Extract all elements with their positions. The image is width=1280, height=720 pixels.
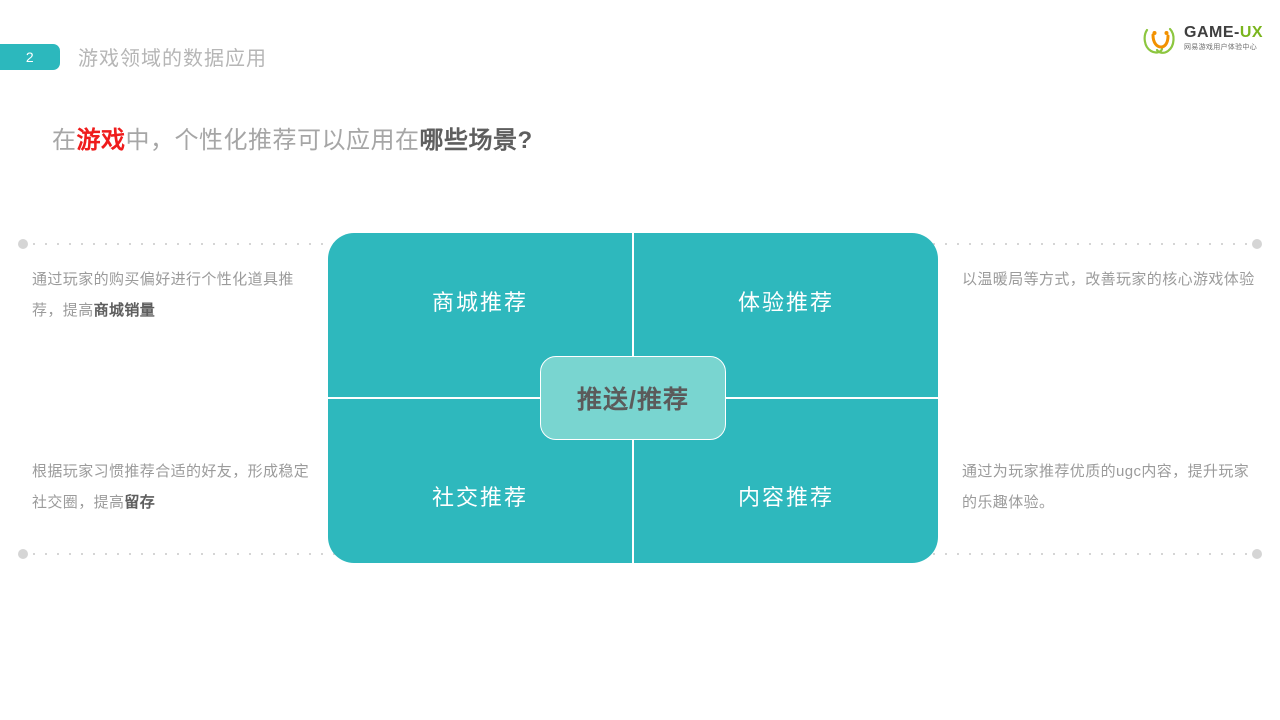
dot-cap-right-icon — [1252, 239, 1262, 249]
logo-wordmark: GAME-UX — [1184, 24, 1264, 42]
slide-title-part2: 中，个性化推荐可以应用在 — [125, 127, 420, 154]
slide-title-highlight: 游戏 — [76, 127, 126, 154]
quadrant-label-top-right: 体验推荐 — [737, 290, 834, 315]
slide-title-part1: 在 — [52, 127, 77, 154]
quadrant-cell-top-right[interactable]: 体验推荐 — [634, 233, 938, 397]
caption-right-top: 以温暖局等方式，改善玩家的核心游戏体验 — [962, 264, 1262, 295]
header-title: 游戏领域的数据应用 — [78, 48, 267, 70]
caption-right-bottom-text: 通过为玩家推荐优质的ugc内容，提升玩家的乐趣体验。 — [962, 463, 1250, 511]
quadrant-label-top-left: 商城推荐 — [431, 290, 528, 315]
quadrant-label-bottom-right: 内容推荐 — [737, 485, 834, 510]
logo-name-dark: GAME- — [1184, 24, 1240, 41]
game-ux-swirl-icon — [1140, 20, 1180, 60]
quadrant-cell-bottom-left[interactable]: 社交推荐 — [328, 399, 632, 563]
quadrant-label-bottom-left: 社交推荐 — [431, 485, 528, 510]
quadrant-cell-bottom-right[interactable]: 内容推荐 — [634, 399, 938, 563]
caption-left-bottom: 根据玩家习惯推荐合适的好友，形成稳定社交圈，提高留存 — [32, 456, 322, 518]
caption-left-top-strong: 商城销量 — [93, 302, 156, 319]
caption-left-top-text: 通过玩家的购买偏好进行个性化道具推荐，提高 — [32, 271, 294, 319]
slide-header: 2 游戏领域的数据应用 GAME-UX 网易游戏用户体验中心 — [0, 0, 1280, 88]
slide-title-strong: 哪些场景? — [419, 127, 533, 154]
caption-left-bottom-text: 根据玩家习惯推荐合适的好友，形成稳定社交圈，提高 — [32, 463, 310, 511]
dot-cap-left-icon — [18, 549, 28, 559]
brand-logo: GAME-UX 网易游戏用户体验中心 — [1140, 18, 1264, 62]
caption-right-top-text: 以温暖局等方式，改善玩家的核心游戏体验 — [962, 271, 1255, 288]
caption-left-bottom-strong: 留存 — [124, 494, 156, 511]
slide-title: 在游戏中，个性化推荐可以应用在哪些场景? — [52, 120, 533, 155]
logo-subtitle: 网易游戏用户体验中心 — [1184, 44, 1257, 51]
logo-name-green: UX — [1239, 24, 1264, 41]
dot-cap-right-icon — [1252, 549, 1262, 559]
center-badge-label: 推送/推荐 — [577, 386, 689, 414]
page-number-badge: 2 — [0, 44, 60, 70]
center-badge[interactable]: 推送/推荐 — [540, 356, 726, 440]
dot-cap-left-icon — [18, 239, 28, 249]
quadrant-cell-top-left[interactable]: 商城推荐 — [328, 233, 632, 397]
caption-left-top: 通过玩家的购买偏好进行个性化道具推荐，提高商城销量 — [32, 264, 322, 326]
quadrant-diagram: 商城推荐 体验推荐 社交推荐 内容推荐 推送/推荐 — [328, 233, 938, 563]
logo-text: GAME-UX 网易游戏用户体验中心 — [1184, 24, 1264, 53]
caption-right-bottom: 通过为玩家推荐优质的ugc内容，提升玩家的乐趣体验。 — [962, 456, 1262, 518]
